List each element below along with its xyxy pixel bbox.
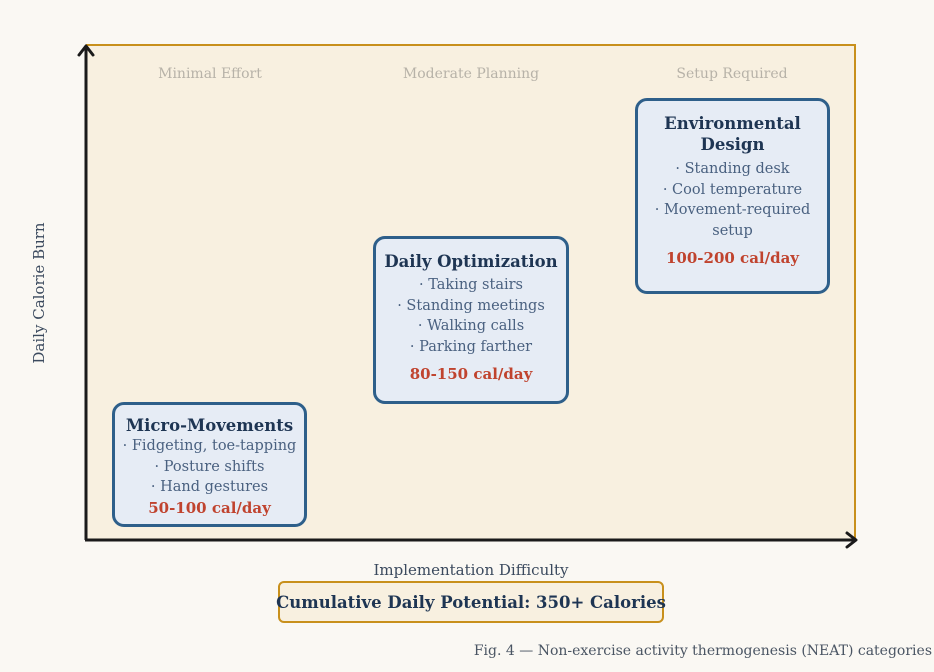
x-axis [85, 531, 858, 549]
calorie-range: 50-100 cal/day [148, 498, 271, 517]
card-item: · Posture shifts [154, 458, 265, 475]
card-title: Micro-Movements [125, 416, 294, 435]
x-axis-arrow-icon [845, 531, 858, 549]
card-daily-optimization: Daily Optimization · Taking stairs · Sta… [373, 236, 569, 404]
x-axis-label: Implementation Difficulty [373, 561, 569, 579]
column-label-moderate-planning: Moderate Planning [402, 66, 540, 82]
calorie-range: 80-150 cal/day [409, 365, 533, 383]
figure-caption: Fig. 4 — Non-exercise activity thermogen… [473, 643, 932, 659]
card-item: · Movement-required [654, 202, 811, 218]
y-axis [77, 44, 95, 540]
card-item: · Walking calls [417, 318, 525, 334]
column-label-setup-required: Setup Required [676, 66, 788, 82]
card-item: · Cool temperature [662, 181, 803, 198]
y-axis-label: Daily Calorie Burn [30, 222, 48, 364]
card-item: · Hand gestures [150, 479, 269, 495]
card-environmental-design: Environmental Design · Standing desk · C… [635, 98, 830, 294]
card-item: · Standing meetings [397, 297, 545, 314]
card-item: setup [712, 222, 753, 239]
card-item: · Fidgeting, toe-tapping [122, 438, 297, 454]
calorie-range: 100-200 cal/day [665, 249, 800, 267]
card-item: · Parking farther [409, 338, 533, 355]
card-title: Daily Optimization [384, 252, 558, 271]
card-title: Design [700, 135, 765, 154]
card-item: · Standing desk [675, 161, 790, 177]
card-title: Environmental [664, 114, 801, 133]
column-label-minimal-effort: Minimal Effort [158, 66, 262, 82]
y-axis-arrow-icon [77, 44, 95, 57]
cumulative-potential-box: Cumulative Daily Potential: 350+ Calorie… [276, 581, 666, 623]
card-item: · Taking stairs [419, 277, 523, 293]
card-micro-movements: Micro-Movements · Fidgeting, toe-tapping… [112, 402, 307, 527]
